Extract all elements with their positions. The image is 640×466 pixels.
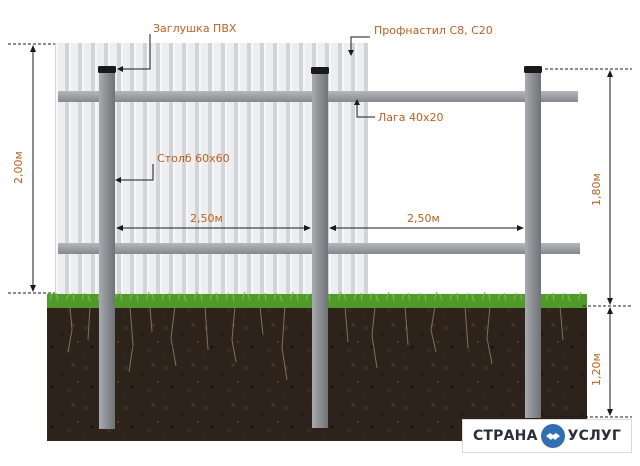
cap-label: Заглушка ПВХ	[153, 22, 237, 35]
depth-label: 1,20м	[590, 353, 603, 386]
rail-leader	[356, 104, 375, 118]
cap-leader	[122, 34, 151, 70]
logo-text-left: СТРАНА	[472, 428, 538, 444]
cap-middle	[311, 67, 329, 74]
logo-text-right: УСЛУГ	[567, 428, 622, 444]
height-post-label: 1,80м	[590, 173, 603, 206]
post-label: Столб 60х60	[157, 152, 230, 165]
post-middle	[312, 72, 328, 428]
height-total-label: 2,00м	[12, 151, 25, 184]
span-right-label: 2,50м	[407, 212, 440, 225]
rail-label: Лага 40х20	[378, 111, 444, 124]
handshake-icon	[540, 424, 565, 448]
sheet-leader	[350, 36, 370, 51]
sheet-label: Профнастил С8, С20	[374, 24, 493, 37]
post-right	[525, 71, 541, 418]
roots	[67, 305, 564, 381]
post-leader	[120, 164, 154, 181]
post-left	[99, 71, 115, 429]
cap-right	[524, 66, 542, 73]
span-left-label: 2,50м	[190, 212, 223, 225]
cap-left	[98, 66, 116, 73]
logo: СТРАНА УСЛУГ	[462, 419, 632, 453]
